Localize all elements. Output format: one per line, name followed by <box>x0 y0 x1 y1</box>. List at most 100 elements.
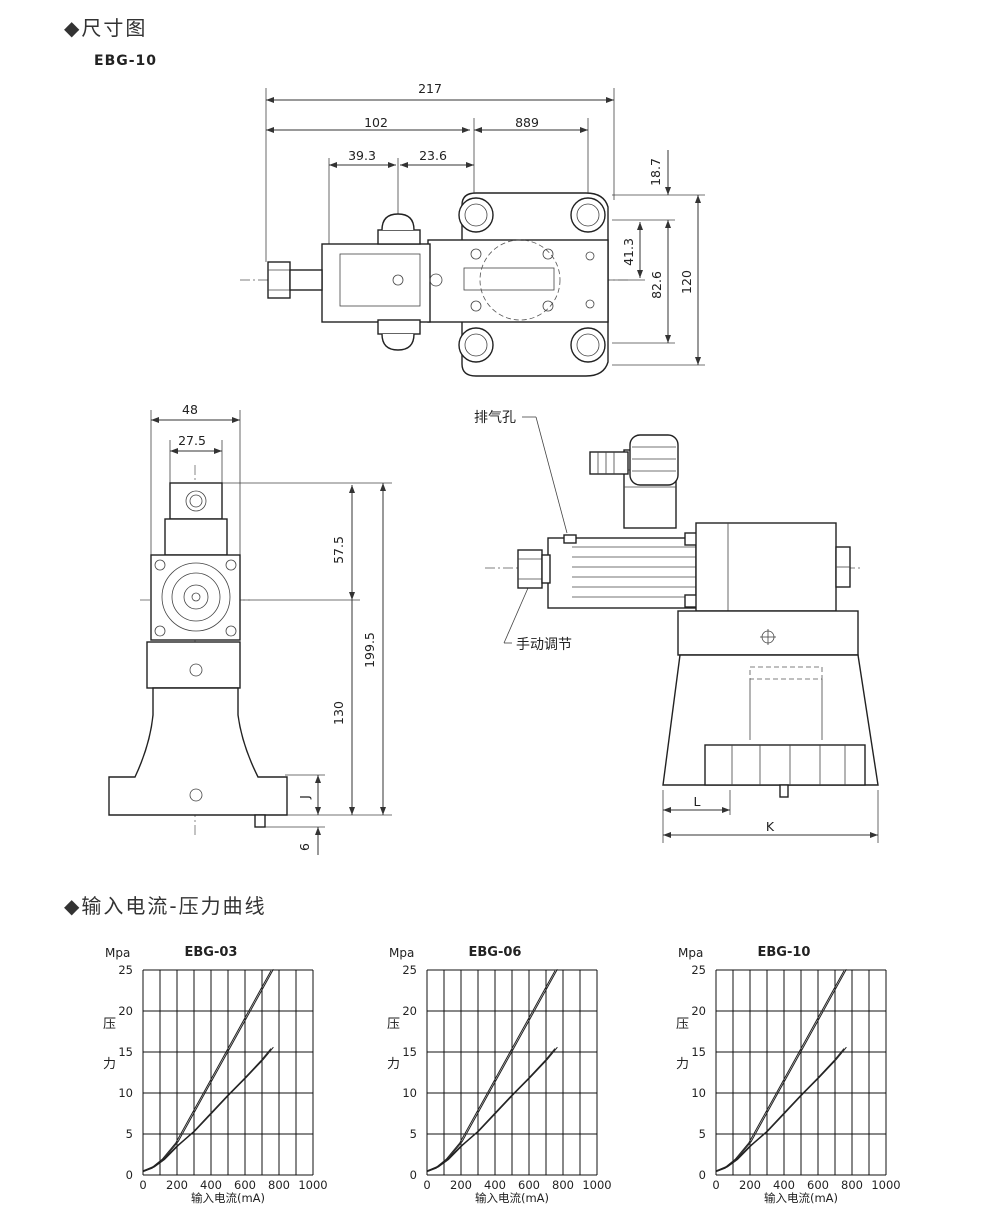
section-title-text: 尺寸图 <box>81 16 148 40</box>
y-tick-label: 15 <box>402 1045 417 1059</box>
dim-82-6: 82.6 <box>649 271 664 299</box>
side-view-drawing: 排气孔 手动调节 L K <box>474 410 879 843</box>
y-unit-label: Mpa <box>678 946 703 960</box>
x-tick-label: 800 <box>552 1178 574 1192</box>
y-tick-label: 15 <box>691 1045 706 1059</box>
x-axis-label: 输入电流(mA) <box>191 1191 265 1205</box>
series-2-line-1 <box>715 1048 845 1173</box>
front-view-body <box>108 465 288 835</box>
dim-217: 217 <box>418 81 442 96</box>
top-dim-lines <box>265 88 705 366</box>
diamond-bullet-icon: ◆ <box>64 16 82 40</box>
x-tick-label: 800 <box>841 1178 863 1192</box>
x-tick-label: 600 <box>807 1178 829 1192</box>
dim-57-5: 57.5 <box>331 536 346 564</box>
y-tick-label: 15 <box>118 1045 133 1059</box>
y-tick-label: 25 <box>118 963 133 977</box>
chart-ebg-03: EBG-03 Mpa 0 5 10 15 20 25 0 200 400 600 800 1000 压力输入… <box>103 945 328 1205</box>
manual-adjust-label: 手动调节 <box>516 637 572 653</box>
section-title-text: 输入电流-压力曲线 <box>81 894 267 918</box>
section-title-dimensions: ◆尺寸图 <box>64 12 147 41</box>
dim-K: K <box>766 819 775 834</box>
y-tick-label: 25 <box>691 963 706 977</box>
y-tick-label: 10 <box>402 1086 417 1100</box>
y-tick-label: 10 <box>691 1086 706 1100</box>
x-tick-label: 400 <box>484 1178 506 1192</box>
diamond-bullet-icon: ◆ <box>64 894 82 918</box>
y-axis-label-1: 压 <box>103 1017 116 1032</box>
y-axis-label-2: 力 <box>676 1057 689 1072</box>
y-tick-label: 0 <box>699 1168 706 1182</box>
side-dim-lines <box>662 790 879 843</box>
chart-title: EBG-06 <box>469 945 522 960</box>
y-tick-label: 20 <box>691 1004 706 1018</box>
x-tick-label: 400 <box>200 1178 222 1192</box>
y-tick-label: 20 <box>402 1004 417 1018</box>
y-tick-label: 0 <box>410 1168 417 1182</box>
y-tick-label: 25 <box>402 963 417 977</box>
dim-27-5: 27.5 <box>178 433 206 448</box>
series-2-line-2 <box>426 1046 558 1173</box>
chart-title: EBG-10 <box>758 945 811 960</box>
dim-199-5: 199.5 <box>362 632 377 668</box>
vent-hole-label: 排气孔 <box>474 410 516 426</box>
front-dim-lines <box>150 410 392 855</box>
x-tick-label: 1000 <box>298 1178 327 1192</box>
side-dim-labels: L K <box>694 794 775 834</box>
y-tick-label: 5 <box>410 1127 417 1141</box>
chart-title: EBG-03 <box>185 945 238 960</box>
x-tick-label: 200 <box>739 1178 761 1192</box>
x-tick-label: 1000 <box>582 1178 611 1192</box>
series-1-line-2 <box>426 969 558 1172</box>
y-tick-label: 20 <box>118 1004 133 1018</box>
dim-6: 6 <box>297 843 312 851</box>
series-2-line-1 <box>426 1048 556 1173</box>
top-view-body <box>240 192 630 377</box>
dim-39-3: 39.3 <box>348 148 376 163</box>
top-dim-labels: 217 102 889 39.3 23.6 18.7 41.3 82.6 120 <box>348 81 694 299</box>
series-2-line-2 <box>715 1046 847 1173</box>
side-labels: 排气孔 手动调节 <box>474 410 572 653</box>
y-unit-label: Mpa <box>105 946 130 960</box>
y-tick-label: 5 <box>699 1127 706 1141</box>
x-tick-label: 0 <box>139 1178 146 1192</box>
dim-48: 48 <box>182 402 198 417</box>
dim-889: 889 <box>515 115 539 130</box>
x-tick-label: 0 <box>423 1178 430 1192</box>
section-title-curves: ◆输入电流-压力曲线 <box>64 890 267 919</box>
dim-L: L <box>694 794 701 809</box>
dim-J: J <box>297 795 312 800</box>
y-tick-label: 10 <box>118 1086 133 1100</box>
top-view-drawing: 217 102 889 39.3 23.6 18.7 41.3 82.6 120 <box>240 81 705 377</box>
x-tick-label: 200 <box>166 1178 188 1192</box>
x-tick-label: 400 <box>773 1178 795 1192</box>
x-tick-label: 1000 <box>871 1178 900 1192</box>
x-tick-label: 0 <box>712 1178 719 1192</box>
drawing-model-label: EBG-10 <box>94 53 158 69</box>
series-1-line-2 <box>142 969 274 1172</box>
x-tick-label: 800 <box>268 1178 290 1192</box>
front-view-drawing: 48 27.5 57.5 199.5 130 J 6 <box>108 402 392 855</box>
dim-18-7: 18.7 <box>648 158 663 186</box>
y-axis-label-2: 力 <box>103 1057 116 1072</box>
x-axis-label: 输入电流(mA) <box>475 1191 549 1205</box>
x-tick-label: 600 <box>234 1178 256 1192</box>
side-view-body <box>485 434 879 798</box>
y-tick-label: 0 <box>126 1168 133 1182</box>
front-dim-labels: 48 27.5 57.5 199.5 130 J 6 <box>178 402 377 851</box>
series-1-line-2 <box>715 969 847 1172</box>
y-axis-label-2: 力 <box>387 1057 400 1072</box>
y-tick-label: 5 <box>126 1127 133 1141</box>
dim-130: 130 <box>331 701 346 725</box>
series-2-line-2 <box>142 1046 274 1173</box>
y-axis-label-1: 压 <box>387 1017 400 1032</box>
x-tick-label: 200 <box>450 1178 472 1192</box>
dim-120: 120 <box>679 270 694 294</box>
x-tick-label: 600 <box>518 1178 540 1192</box>
x-axis-label: 输入电流(mA) <box>764 1191 838 1205</box>
dim-41-3: 41.3 <box>621 238 636 266</box>
series-2-line-1 <box>142 1048 272 1173</box>
